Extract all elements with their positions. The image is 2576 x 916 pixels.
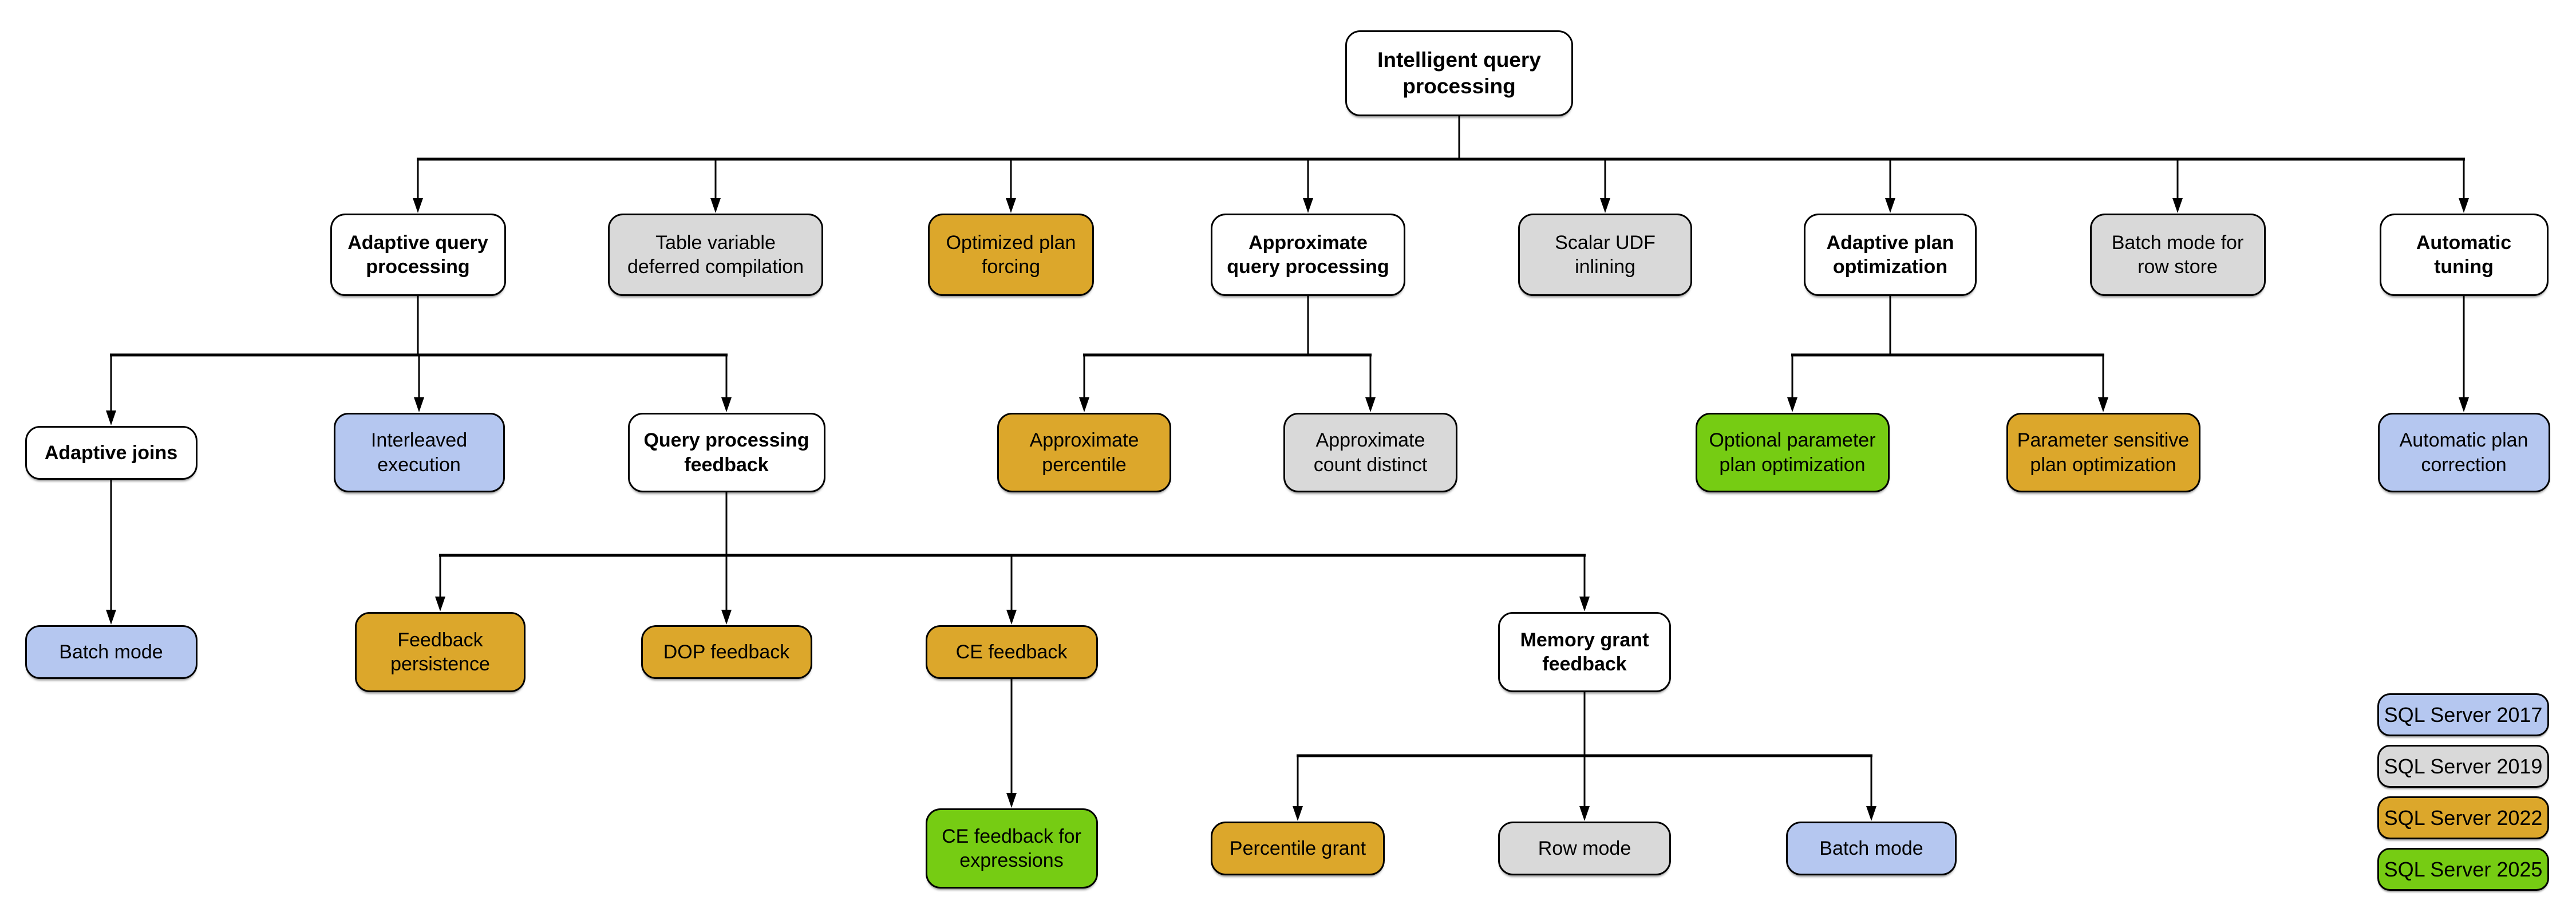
- arrowhead-icon: [2172, 198, 2183, 213]
- arrowhead-icon: [106, 410, 116, 425]
- node-label: Batch mode: [59, 641, 163, 663]
- node-apo: Adaptive plan optimization: [1804, 214, 1977, 296]
- arrowhead-icon: [2098, 397, 2108, 412]
- node-dop: DOP feedback: [641, 625, 812, 679]
- node-label: Intelligent query processing: [1377, 48, 1541, 98]
- node-label: Approximate query processing: [1227, 231, 1389, 278]
- node-label: Memory grant feedback: [1520, 629, 1649, 675]
- arrowhead-icon: [710, 198, 721, 213]
- node-label: Query processing feedback: [643, 429, 809, 476]
- legend-item-sql-server-2025: SQL Server 2025: [2377, 848, 2549, 891]
- node-cefe: CE feedback for expressions: [925, 808, 1098, 889]
- node-label: Approximate percentile: [1029, 429, 1139, 476]
- node-mgf: Memory grant feedback: [1498, 612, 1671, 692]
- node-label: Row mode: [1538, 837, 1631, 859]
- arrowhead-icon: [414, 397, 424, 412]
- node-label: Adaptive query processing: [347, 231, 488, 278]
- node-label: Interleaved execution: [370, 429, 468, 476]
- legend-item-sql-server-2022: SQL Server 2022: [2377, 796, 2549, 839]
- node-apc: Automatic plan correction: [2377, 413, 2550, 492]
- node-opf: Optimized plan forcing: [928, 214, 1094, 296]
- edge-mgf: [1293, 692, 1876, 821]
- node-sudf: Scalar UDF inlining: [1518, 214, 1692, 296]
- node-label: Automatic tuning: [2416, 231, 2512, 278]
- node-label: Optional parameter plan optimization: [1709, 429, 1876, 476]
- arrowhead-icon: [1885, 198, 1895, 213]
- node-aj: Adaptive joins: [25, 426, 197, 480]
- legend-label: SQL Server 2025: [2384, 857, 2543, 881]
- arrowhead-icon: [2459, 397, 2469, 412]
- edge-aproc: [1079, 296, 1376, 412]
- arrowhead-icon: [1579, 806, 1590, 821]
- legend-label: SQL Server 2019: [2384, 754, 2543, 778]
- node-label: Adaptive plan optimization: [1826, 231, 1954, 278]
- arrowhead-icon: [2459, 198, 2469, 213]
- arrowhead-icon: [413, 198, 423, 213]
- arrowhead-icon: [1579, 597, 1590, 611]
- node-label: Automatic plan correction: [2399, 429, 2528, 476]
- node-fp: Feedback persistence: [355, 612, 526, 692]
- arrowhead-icon: [1079, 397, 1089, 412]
- node-label: Percentile grant: [1229, 837, 1366, 859]
- edge-root: [413, 116, 2469, 213]
- node-aproc: Approximate query processing: [1211, 214, 1405, 296]
- edge-at: [2459, 296, 2469, 412]
- node-ie: Interleaved execution: [333, 413, 505, 492]
- arrowhead-icon: [1293, 806, 1303, 821]
- edge-qpf: [435, 492, 1590, 625]
- edge-aqp: [106, 296, 732, 425]
- arrowhead-icon: [435, 597, 445, 611]
- node-label: Parameter sensitive plan optimization: [2017, 429, 2190, 476]
- edge-aj: [106, 480, 116, 625]
- node-aqp: Adaptive query processing: [330, 214, 506, 296]
- node-acd: Approximate count distinct: [1283, 413, 1457, 492]
- node-oppo: Optional parameter plan optimization: [1695, 413, 1890, 492]
- node-label: CE feedback for expressions: [942, 825, 1081, 871]
- arrowhead-icon: [1365, 397, 1376, 412]
- arrowhead-icon: [106, 610, 116, 625]
- node-qpf: Query processing feedback: [627, 413, 825, 492]
- node-label: Optimized plan forcing: [946, 231, 1076, 278]
- legend-label: SQL Server 2017: [2384, 702, 2543, 727]
- arrowhead-icon: [721, 610, 732, 625]
- node-bmrs: Batch mode for row store: [2089, 214, 2266, 296]
- arrowhead-icon: [1006, 198, 1016, 213]
- node-pspo: Parameter sensitive plan optimization: [2006, 413, 2200, 492]
- node-label: CE feedback: [955, 641, 1068, 663]
- node-pg: Percentile grant: [1211, 822, 1385, 875]
- node-label: Feedback persistence: [390, 629, 490, 675]
- node-at: Automatic tuning: [2379, 214, 2549, 296]
- node-apct: Approximate percentile: [997, 413, 1171, 492]
- node-label: Scalar UDF inlining: [1555, 231, 1656, 278]
- arrowhead-icon: [1787, 397, 1797, 412]
- node-label: Table variable deferred compilation: [627, 231, 804, 278]
- edge-cef: [1006, 679, 1017, 808]
- node-label: Adaptive joins: [44, 441, 178, 464]
- arrowhead-icon: [1303, 198, 1313, 213]
- legend-label: SQL Server 2022: [2384, 806, 2543, 830]
- legend-item-sql-server-2019: SQL Server 2019: [2377, 745, 2549, 788]
- node-label: Batch mode for row store: [2111, 231, 2244, 278]
- arrowhead-icon: [1600, 198, 1610, 213]
- node-root: Intelligent query processing: [1345, 30, 1573, 116]
- node-bm1: Batch mode: [25, 625, 197, 679]
- node-cef: CE feedback: [925, 625, 1098, 679]
- arrowhead-icon: [1866, 806, 1876, 821]
- edge-apo: [1787, 296, 2108, 412]
- node-rm: Row mode: [1498, 822, 1671, 875]
- legend-item-sql-server-2017: SQL Server 2017: [2377, 693, 2549, 736]
- node-label: Batch mode: [1819, 837, 1923, 859]
- arrowhead-icon: [1006, 610, 1017, 625]
- node-tvdc: Table variable deferred compilation: [608, 214, 823, 296]
- node-label: DOP feedback: [663, 641, 790, 663]
- arrowhead-icon: [721, 397, 732, 412]
- node-bm2: Batch mode: [1786, 822, 1957, 875]
- node-label: Approximate count distinct: [1313, 429, 1428, 476]
- arrowhead-icon: [1006, 793, 1017, 808]
